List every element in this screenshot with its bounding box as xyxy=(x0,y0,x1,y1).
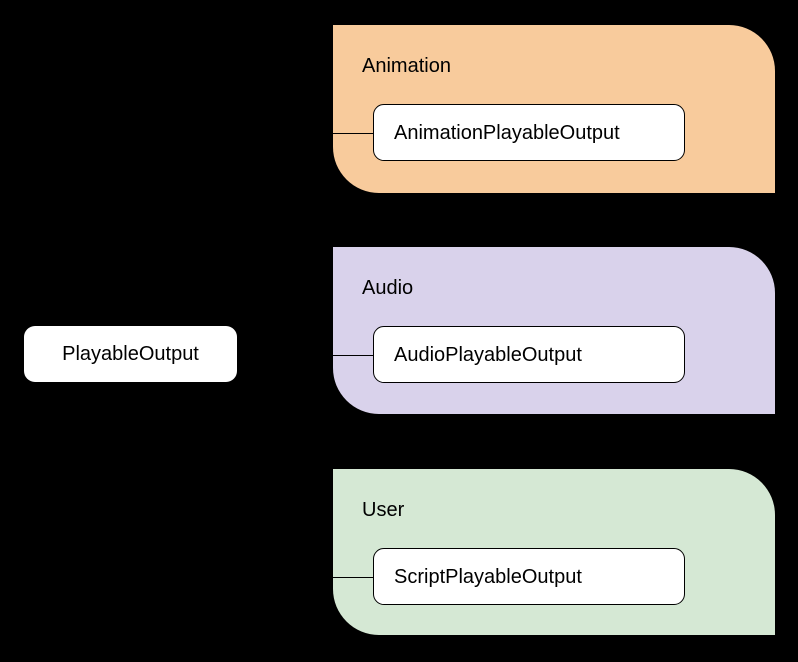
group-animation[interactable]: Animation AnimationPlayableOutput xyxy=(333,25,775,193)
group-label-user: User xyxy=(362,499,405,521)
connector-audio xyxy=(333,355,374,356)
group-label-animation: Animation xyxy=(362,55,451,77)
group-user[interactable]: User ScriptPlayableOutput xyxy=(333,469,775,635)
connector-user xyxy=(333,577,374,578)
node-playable-output[interactable]: PlayableOutput xyxy=(24,326,237,382)
node-label: ScriptPlayableOutput xyxy=(394,565,582,588)
node-animation-playable-output[interactable]: AnimationPlayableOutput xyxy=(373,104,685,161)
node-label: AnimationPlayableOutput xyxy=(394,121,620,144)
group-label-audio: Audio xyxy=(362,277,414,299)
node-script-playable-output[interactable]: ScriptPlayableOutput xyxy=(373,548,685,605)
node-label: AudioPlayableOutput xyxy=(394,343,582,366)
node-audio-playable-output[interactable]: AudioPlayableOutput xyxy=(373,326,685,383)
group-audio[interactable]: Audio AudioPlayableOutput xyxy=(333,247,775,414)
connector-animation xyxy=(333,133,374,134)
node-label: PlayableOutput xyxy=(62,343,199,365)
